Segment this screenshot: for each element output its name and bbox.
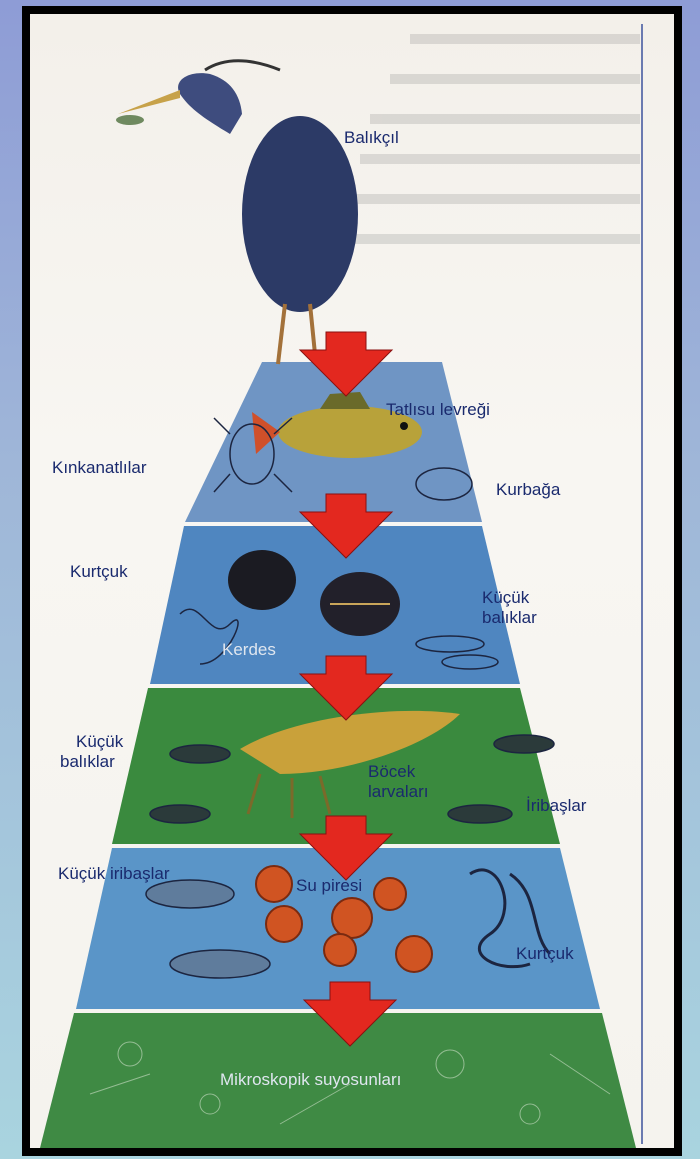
heron-illustration — [116, 61, 358, 364]
label-bocek-2: larvaları — [368, 782, 428, 802]
label-kurtcuk-top: Kurtçuk — [70, 562, 128, 582]
label-mikroskopik-suyosunlari: Mikroskopik suyosunları — [220, 1070, 401, 1090]
label-kucuk-baliklar-left-1: Küçük — [76, 732, 123, 752]
label-su-piresi: Su piresi — [296, 876, 362, 896]
label-iribaslar: İribaşlar — [526, 796, 586, 816]
label-kinkanatlilar: Kınkanatlılar — [52, 458, 147, 478]
label-kurtcuk-bottom: Kurtçuk — [516, 944, 574, 964]
label-kucuk-baliklar-right-2: balıklar — [482, 608, 537, 628]
label-kucuk-baliklar-left-2: balıklar — [60, 752, 115, 772]
label-kerdes: Kerdes — [222, 640, 276, 660]
label-kucuk-iribaslar: Küçük iribaşlar — [58, 864, 170, 884]
label-balikcil: Balıkçıl — [344, 128, 399, 148]
label-bocek-1: Böcek — [368, 762, 415, 782]
label-kurbaga: Kurbağa — [496, 480, 560, 500]
image-frame: Balıkçıl Tatlısu levreği Kınkanatlılar K… — [22, 6, 682, 1156]
label-kucuk-baliklar-right-1: Küçük — [482, 588, 529, 608]
label-tatlisu-levregi: Tatlısu levreği — [386, 400, 490, 420]
food-pyramid-page: Balıkçıl Tatlısu levreği Kınkanatlılar K… — [30, 14, 674, 1148]
